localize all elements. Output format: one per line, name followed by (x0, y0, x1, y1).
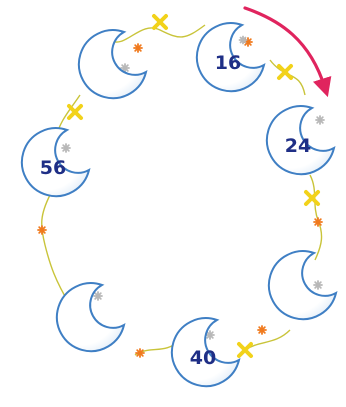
orange-star-icon (136, 349, 144, 357)
bow-icon (306, 192, 318, 204)
moon-3: 24 (267, 106, 334, 174)
bow-icon (279, 66, 291, 78)
moon-5: 40 (172, 318, 239, 386)
crescent-moon-icon (269, 251, 336, 319)
moon-6 (57, 283, 124, 351)
moon-2: 16 (197, 23, 264, 91)
grey-star-icon (94, 292, 102, 300)
crescent-moon-icon (79, 30, 146, 98)
moon-number: 56 (40, 157, 66, 179)
orange-star-icon (38, 226, 46, 234)
moon-number: 16 (215, 52, 241, 74)
orange-star-icon (134, 44, 142, 52)
bow-icon (154, 16, 166, 28)
orange-star-icon (314, 218, 322, 226)
crescent-moon-icon (57, 283, 124, 351)
grey-star-icon (62, 144, 70, 152)
grey-star-icon (240, 37, 247, 44)
bow-icon (239, 344, 251, 356)
grey-star-icon (316, 116, 324, 124)
moon-number: 40 (190, 347, 216, 369)
moon-7: 56 (22, 128, 89, 196)
moon-4 (269, 251, 336, 319)
moon-number: 24 (285, 135, 311, 157)
orange-star-icon (258, 326, 266, 334)
bow-icon (69, 106, 81, 118)
moon-1 (79, 30, 146, 98)
grey-star-icon (314, 281, 322, 289)
